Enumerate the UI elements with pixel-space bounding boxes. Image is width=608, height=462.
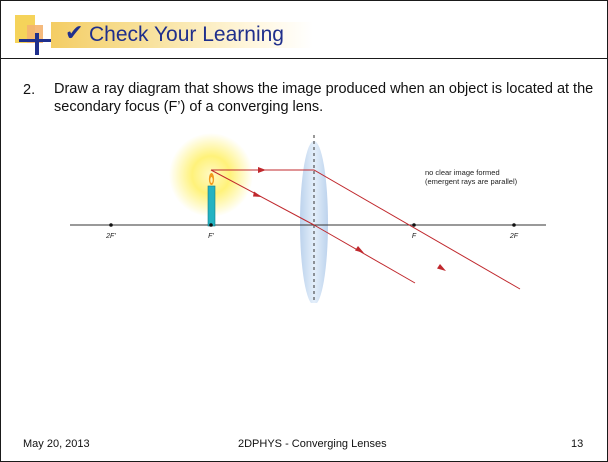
checkmark-icon: ✔ [65, 21, 84, 46]
footer-title: 2DPHYS - Converging Lenses [238, 438, 387, 450]
note-line-1: no clear image formed [425, 168, 500, 177]
focal-point-f-prime [209, 223, 213, 227]
ray-parallel [211, 169, 521, 290]
decorative-blue-bar-vertical [35, 33, 39, 55]
label-f-prime: F’ [208, 233, 214, 240]
ray-arrow [355, 246, 364, 253]
footer-date: May 20, 2013 [23, 438, 90, 450]
focal-point-f [412, 223, 416, 227]
ray-arrow [258, 167, 266, 173]
note-line-2: (emergent rays are parallel) [425, 177, 518, 186]
title-divider [1, 58, 607, 59]
focal-point-2f-prime [109, 223, 113, 227]
slide-title: Check Your Learning [89, 23, 284, 46]
ray-diagram: 2F’ F’ F 2F no clear image formed (emerg… [70, 133, 546, 303]
label-f: F [412, 233, 417, 240]
title-bar [51, 22, 313, 48]
converging-lens [300, 141, 328, 303]
ray-arrow [437, 264, 446, 271]
focal-point-2f [512, 223, 516, 227]
candle-object [207, 185, 216, 227]
ray-arrow [253, 191, 262, 197]
label-2f: 2F [509, 233, 519, 240]
ray-through-focus [210, 169, 315, 226]
question-text: Draw a ray diagram that shows the image … [54, 81, 594, 115]
question-number: 2. [23, 82, 36, 98]
page-number: 13 [571, 438, 584, 450]
label-2f-prime: 2F’ [105, 233, 116, 240]
